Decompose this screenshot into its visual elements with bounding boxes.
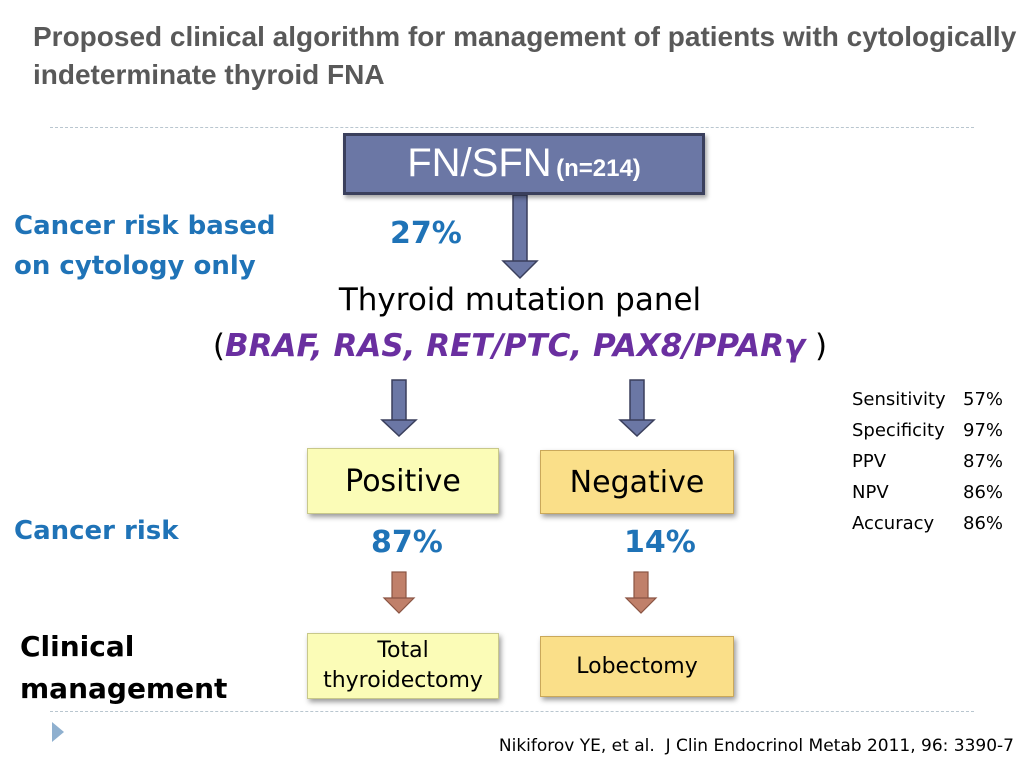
mutation-genes: BRAF, RAS, RET/PTC, PAX8/PPARγ [224,328,806,364]
arrow-to-lobectomy [624,571,658,614]
citation: Nikiforov YE, et al. J Clin Endocrinol M… [498,736,1014,756]
negative-cancer-risk: 14% [624,525,696,560]
bottom-divider [50,711,974,712]
stat-value: 86% [963,482,1004,503]
negative-box: Negative [540,450,734,514]
mutation-panel-genes-line: (BRAF, RAS, RET/PTC, PAX8/PPARγ ) [180,328,860,364]
stat-row: Specificity 97% [852,415,1003,446]
stat-label: PPV [852,451,887,472]
positive-box: Positive [307,448,499,514]
fn-sfn-count: (n=214) [556,155,641,182]
clinical-management-label: Clinical management [20,630,228,705]
arrow-to-positive [380,379,418,438]
stat-value: 97% [963,420,1004,441]
arrow-to-negative [618,379,656,438]
stat-value: 86% [963,513,1004,534]
cytology-risk-value: 27% [390,216,462,251]
cytology-risk-label: Cancer risk based on cytology only [14,211,276,281]
stat-value: 57% [963,389,1004,410]
stat-value: 87% [963,451,1004,472]
stat-label: Specificity [852,420,945,441]
slide-title: Proposed clinical algorithm for manageme… [33,21,1017,90]
stat-label: Accuracy [852,513,935,534]
fn-sfn-label: FN/SFN [407,141,552,185]
stat-label: Sensitivity [852,389,946,410]
paren-open: ( [212,328,225,364]
cancer-risk-label: Cancer risk [14,516,179,546]
stat-label: NPV [852,482,889,503]
mutation-panel-title: Thyroid mutation panel [338,282,702,318]
stat-row: NPV 86% [852,477,1003,508]
fn-sfn-box: FN/SFN (n=214) [343,133,705,195]
stat-row: PPV 87% [852,446,1003,477]
total-thyroidectomy-box: Total thyroidectomy [307,633,499,699]
stat-row: Accuracy 86% [852,508,1003,539]
paren-close: ) [805,328,828,364]
arrow-to-panel [501,194,539,280]
positive-cancer-risk: 87% [371,525,443,560]
performance-stats: Sensitivity 57% Specificity 97% PPV 87% NPV… [852,384,1003,539]
slide-bullet-icon [52,722,64,742]
stat-row: Sensitivity 57% [852,384,1003,415]
top-divider [50,127,974,128]
lobectomy-box: Lobectomy [540,636,734,697]
arrow-to-total-thyroidectomy [382,571,416,614]
